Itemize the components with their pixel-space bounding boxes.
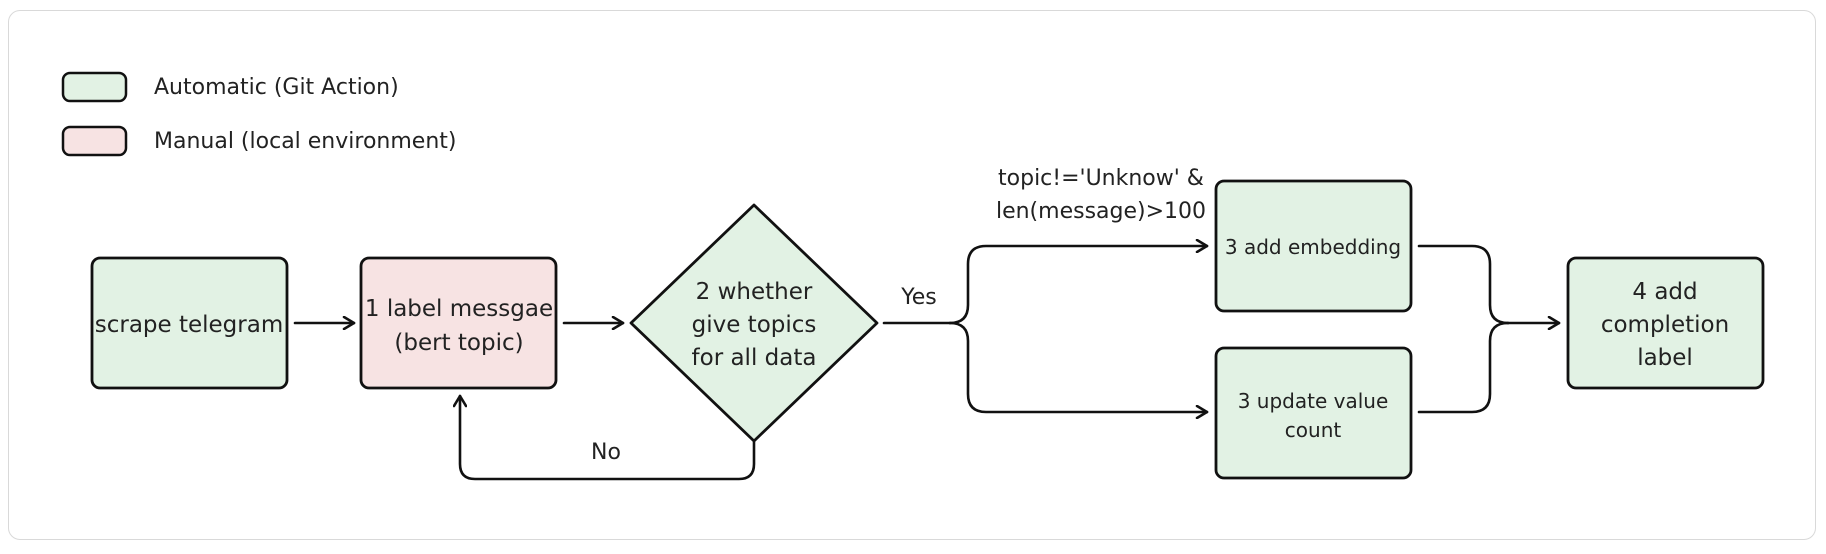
node-decision: 2 whether give topics for all data <box>629 203 879 443</box>
diagram-frame <box>8 10 1816 540</box>
edge-decision-no <box>460 394 756 481</box>
node-add-embedding-label: 3 add embedding <box>1225 235 1401 259</box>
edge-label-yes: Yes <box>900 285 937 310</box>
edge-yes-to-embedding <box>948 246 1209 325</box>
edge-label-condition-line-1: topic!='Unknow' & <box>998 166 1204 191</box>
node-scrape-telegram-shape <box>90 256 289 390</box>
node-update-value-count-shape <box>1214 346 1413 480</box>
edge-label-no: No <box>591 440 621 465</box>
node-label-message-shape <box>359 256 558 390</box>
node-label-message: 1 label messgae (bert topic) <box>359 256 558 390</box>
node-decision-line-3: for all data <box>692 345 817 371</box>
node-completion-label-shape <box>1566 256 1765 390</box>
edge-yes-to-value-count <box>948 321 1209 412</box>
node-add-embedding-shape <box>1214 179 1413 313</box>
node-completion-label-line-1: 4 add <box>1632 279 1697 305</box>
node-completion-label-line-2: completion <box>1601 312 1729 338</box>
legend-swatch-manual <box>61 125 128 157</box>
node-scrape-telegram: scrape telegram <box>90 256 289 390</box>
legend-label-automatic: Automatic (Git Action) <box>154 75 399 100</box>
node-update-value-count: 3 update value count <box>1214 346 1413 480</box>
legend-label-manual: Manual (local environment) <box>154 129 456 154</box>
node-decision-shape <box>629 203 879 443</box>
node-scrape-telegram-label: scrape telegram <box>95 312 284 338</box>
node-add-embedding: 3 add embedding <box>1214 179 1413 313</box>
node-label-message-line-2: (bert topic) <box>394 330 523 356</box>
node-label-message-line-1: 1 label messgae <box>365 296 553 322</box>
node-decision-line-2: give topics <box>692 312 817 338</box>
edges <box>293 244 1561 481</box>
edge-value-count-to-completion <box>1417 321 1510 414</box>
node-completion-label: 4 add completion label <box>1566 256 1765 390</box>
legend: Automatic (Git Action) Manual (local env… <box>61 71 456 157</box>
edge-label-condition-line-2: len(message)>100 <box>996 199 1206 224</box>
edge-embedding-to-completion <box>1417 244 1510 325</box>
node-update-value-count-line-2: count <box>1285 418 1342 442</box>
node-update-value-count-line-1: 3 update value <box>1238 389 1389 413</box>
node-completion-label-line-3: label <box>1637 345 1693 371</box>
legend-swatch-automatic <box>61 71 128 103</box>
node-decision-line-1: 2 whether <box>696 279 813 305</box>
